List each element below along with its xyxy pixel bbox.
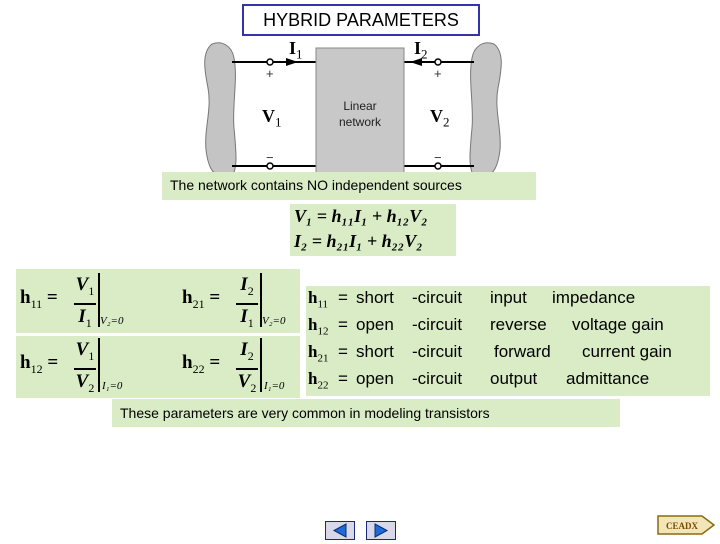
h21-fraction: I2 I1 xyxy=(236,274,258,334)
arrow-left-icon xyxy=(332,523,347,538)
h12-fraction: V1 V2 xyxy=(74,339,96,395)
h22-fraction: I2 V2 xyxy=(236,339,258,395)
independent-sources-note: The network contains NO independent sour… xyxy=(162,172,536,200)
v2-label: V2 xyxy=(430,106,450,130)
equation-i2: I₂ = h₂₁I₁ + h₂₂V₂ xyxy=(294,231,423,251)
table-row: h21 = short -circuit forward current gai… xyxy=(308,342,672,365)
i2-arrow xyxy=(410,58,422,66)
h22-condition: I₁=0 xyxy=(264,380,285,392)
h11-condition: V₂=0 xyxy=(100,315,124,327)
h22-symbol: h22 = xyxy=(182,352,221,376)
table-row: h12 = open -circuit reverse voltage gain xyxy=(308,315,664,338)
arrow-right-icon xyxy=(374,523,389,538)
equation-v1: V₁ = h₁₁I₁ + h₁₂V₂ xyxy=(294,206,428,226)
left-source-blob xyxy=(204,42,237,177)
previous-slide-button[interactable] xyxy=(325,521,355,540)
definitions-box-top: h11 = V1 I1 V₂=0 h21 = I2 I1 V₂=0 xyxy=(16,269,300,333)
i1-arrow xyxy=(286,58,298,66)
v1-minus: − xyxy=(266,150,274,165)
linear-network-box xyxy=(315,47,405,179)
h21-symbol: h21 = xyxy=(182,287,221,311)
parameter-meaning-table: h11 = short -circuit input impedance h12… xyxy=(306,286,710,396)
next-slide-button[interactable] xyxy=(366,521,396,540)
i1-label: I1 xyxy=(289,38,303,62)
page-title-text: HYBRID PARAMETERS xyxy=(263,9,459,30)
v1-plus: + xyxy=(266,66,274,81)
v1-label: V1 xyxy=(262,106,282,130)
right-source-blob xyxy=(469,42,502,177)
v2-plus: + xyxy=(434,66,442,81)
table-row: h22 = open -circuit output admittance xyxy=(308,369,650,392)
ceadx-logo[interactable]: CEADX xyxy=(656,512,716,538)
v2-minus: − xyxy=(434,150,442,165)
ceadx-logo-text: CEADX xyxy=(666,521,699,531)
h12-symbol: h12 = xyxy=(20,352,59,376)
transistors-note: These parameters are very common in mode… xyxy=(112,399,620,427)
hybrid-equations: V₁ = h₁₁I₁ + h₁₂V₂ I₂ = h₂₁I₁ + h₂₂V₂ xyxy=(290,204,456,256)
two-port-circuit xyxy=(204,42,502,179)
h12-condition: I₁=0 xyxy=(102,380,123,392)
network-box-label: Linear network xyxy=(338,99,382,129)
h21-condition: V₂=0 xyxy=(262,315,286,327)
h11-symbol: h11 = xyxy=(20,287,58,311)
table-row: h11 = short -circuit input impedance xyxy=(308,288,636,311)
h11-fraction: V1 I1 xyxy=(74,274,96,330)
page-title: HYBRID PARAMETERS xyxy=(242,4,480,36)
definitions-box-bottom: h12 = V1 V2 I₁=0 h22 = I2 V2 I₁=0 xyxy=(16,336,300,398)
i2-label: I2 xyxy=(414,38,428,62)
